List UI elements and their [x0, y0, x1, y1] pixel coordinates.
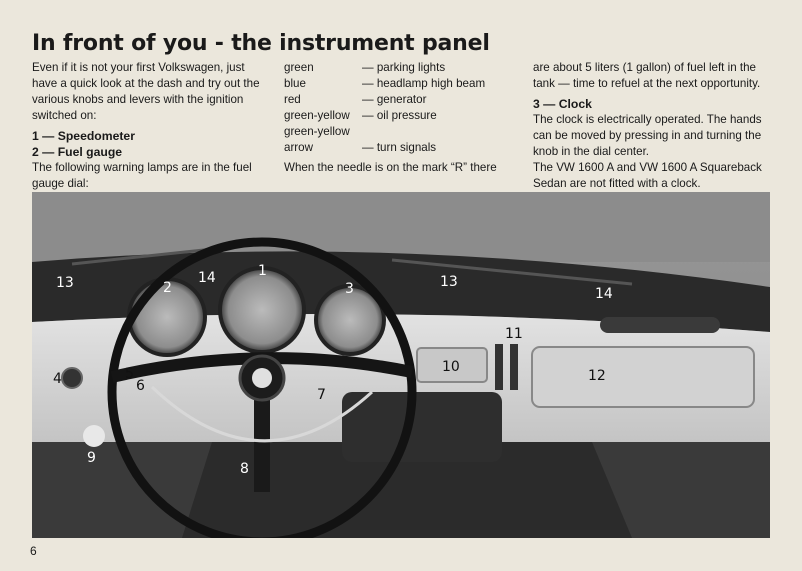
callout-9: 9: [87, 450, 96, 466]
lamp-meaning: — parking lights: [362, 61, 446, 74]
callout-14-right: 14: [595, 286, 613, 302]
lamp-color: red: [284, 93, 301, 106]
lamp-meaning: [362, 124, 524, 140]
callout-13-right: 13: [440, 274, 458, 290]
needle-paragraph: When the needle is on the mark “R” there: [284, 161, 497, 174]
lamp-color: arrow: [284, 141, 313, 154]
dashboard-illustration: 13 2 14 1 3 13 14 11 10 12 4 5 6 7 8 9: [32, 192, 770, 538]
callout-6: 6: [136, 378, 145, 394]
clock-note: The VW 1600 A and VW 1600 A Squareback S…: [533, 161, 762, 190]
text-column-middle: green — parking lights blue — headlamp h…: [284, 60, 524, 176]
lamp-meaning: — generator: [362, 93, 427, 106]
lamp-row: green — parking lights: [284, 60, 524, 76]
callout-1: 1: [258, 263, 267, 279]
fuel-gauge-heading: 2 — Fuel gauge: [32, 145, 123, 159]
callout-3: 3: [345, 281, 354, 297]
page-number: 6: [30, 544, 37, 558]
intro-paragraph: Even if it is not your first Volkswagen,…: [32, 61, 260, 122]
dashboard-photo: 13 2 14 1 3 13 14 11 10 12 4 5 6 7 8 9: [32, 192, 770, 538]
callout-10: 10: [442, 359, 460, 375]
callout-11: 11: [505, 326, 523, 342]
clock-paragraph: The clock is electrically operated. The …: [533, 113, 762, 158]
lamp-row: red — generator: [284, 92, 524, 108]
fuel-paragraph: are about 5 liters (1 gallon) of fuel le…: [533, 61, 761, 90]
callout-5: 5: [125, 366, 134, 382]
warning-lamps-intro: The following warning lamps are in the f…: [32, 161, 252, 190]
callout-2: 2: [163, 280, 172, 296]
page-title: In front of you - the instrument panel: [32, 31, 490, 56]
callout-14-left: 14: [198, 270, 216, 286]
callout-7: 7: [317, 387, 326, 403]
callout-4: 4: [53, 371, 62, 387]
lamp-color: blue: [284, 77, 306, 90]
clock-heading: 3 — Clock: [533, 97, 592, 111]
speedometer-heading: 1 — Speedometer: [32, 129, 135, 143]
lamp-meaning: — headlamp high beam: [362, 77, 486, 90]
text-column-right: are about 5 liters (1 gallon) of fuel le…: [533, 60, 773, 192]
callout-12: 12: [588, 368, 606, 384]
lamp-color: green-yellow: [284, 109, 350, 122]
lamp-color: green: [284, 61, 314, 74]
callout-13-left: 13: [56, 275, 74, 291]
lamp-meaning: — turn signals: [362, 141, 437, 154]
lamp-row: green-yellow: [284, 124, 524, 140]
lamp-color: green-yellow: [284, 125, 350, 138]
lamp-row: blue — headlamp high beam: [284, 76, 524, 92]
lamp-row: green-yellow — oil pressure: [284, 108, 524, 124]
callout-8: 8: [240, 461, 249, 477]
text-column-left: Even if it is not your first Volkswagen,…: [32, 60, 272, 192]
lamp-row: arrow — turn signals: [284, 140, 524, 156]
lamp-meaning: — oil pressure: [362, 109, 437, 122]
